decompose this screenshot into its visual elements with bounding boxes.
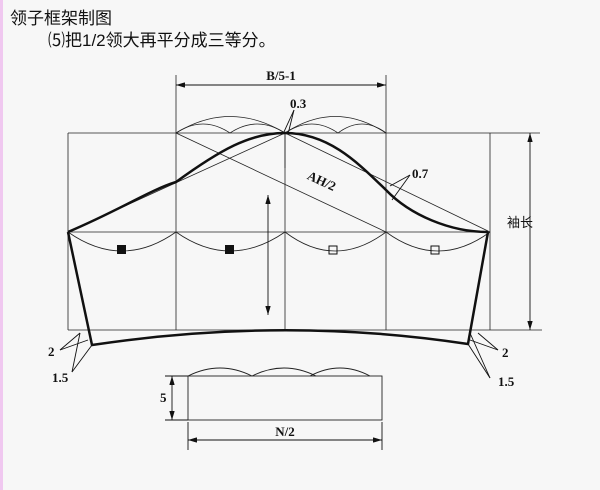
label-collar-height: 5 (160, 390, 167, 405)
size-markers (117, 245, 440, 255)
filled-square-marker (117, 245, 126, 254)
left-border (0, 0, 3, 490)
label-peak-offset: 0.3 (290, 96, 307, 111)
sleeve-outline (66, 231, 490, 347)
filled-square-marker (225, 245, 234, 254)
sleeve-cap-curve (67, 131, 489, 234)
label-width-top: B/5-1 (266, 68, 296, 83)
dimension-lines (59, 82, 533, 450)
label-left-2: 2 (48, 344, 55, 359)
step-instruction: ⑸把1/2领大再平分成三等分。 (48, 31, 276, 50)
page-title: 领子框架制图 (10, 9, 112, 28)
dividing-arcs (67, 116, 491, 252)
label-right-1-5: 1.5 (498, 374, 515, 389)
grid-lines (67, 75, 542, 331)
empty-square-marker (328, 245, 338, 255)
label-curve-offset: 0.7 (412, 166, 429, 181)
label-diagonal: AH/2 (305, 168, 338, 194)
empty-square-marker (430, 245, 440, 255)
collar-piece (187, 367, 383, 421)
label-right-2: 2 (502, 345, 509, 360)
label-left-1-5: 1.5 (52, 370, 69, 385)
label-collar-width: N/2 (275, 424, 295, 439)
label-sleeve-length: 袖长 (507, 216, 533, 231)
